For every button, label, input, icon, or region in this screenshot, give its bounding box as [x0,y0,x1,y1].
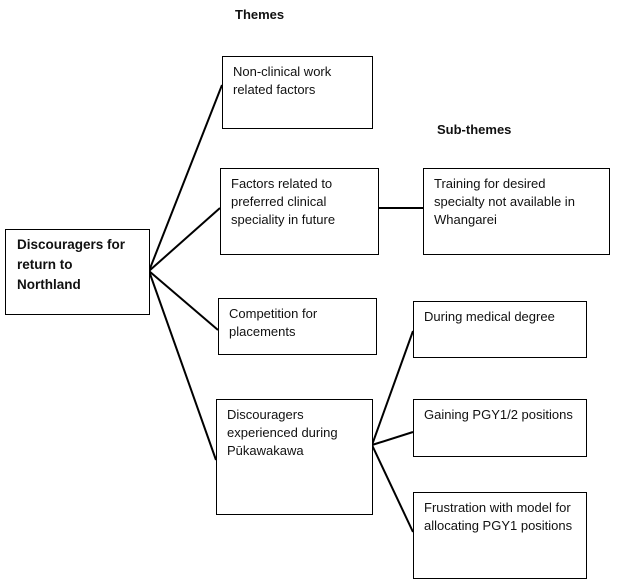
root-node: Discouragers for return to Northland [5,229,150,315]
subtheme-node: Training for desired specialty not avail… [423,168,610,255]
connector-theme-4-subtheme-2 [371,330,414,446]
subtheme-node: During medical degree [413,301,587,358]
themes-heading: Themes [235,7,285,22]
theme-node: Non-clinical work related factors [222,56,373,129]
connector-theme-4-subtheme-3 [371,431,414,446]
theme-node: Discouragers experienced during Pūkawaka… [216,399,373,515]
connector-root-theme-4 [148,270,217,461]
theme-node: Factors related to preferred clinical sp… [220,168,379,255]
connector-root-theme-3 [148,270,219,331]
subtheme-node: Gaining PGY1/2 positions [413,399,587,457]
subtheme-node: Frustration with model for allocating PG… [413,492,587,579]
subthemes-heading: Sub-themes [437,122,512,137]
connector-theme-4-subtheme-4 [371,444,414,533]
theme-node: Competition for placements [218,298,377,355]
connector-root-theme-2 [148,207,221,272]
connector-root-theme-1 [148,84,223,272]
